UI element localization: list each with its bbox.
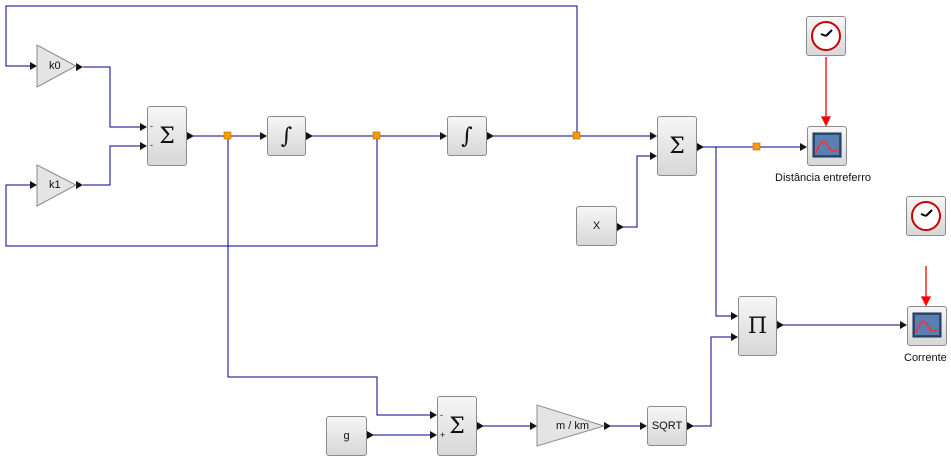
scope-icon: [912, 312, 942, 338]
in-port: [30, 62, 37, 70]
gain-mkm-shape: [536, 404, 606, 447]
out-port: [777, 321, 784, 329]
sign-minus: -: [150, 121, 153, 131]
out-port: [76, 63, 83, 71]
out-port: [604, 422, 611, 430]
sum-symbol: Σ: [449, 413, 465, 439]
out-port: [306, 132, 313, 140]
sign-minus: -: [150, 140, 153, 150]
in-port: [530, 422, 537, 430]
scope-block-2[interactable]: [907, 306, 947, 346]
gain-k0-shape: [36, 44, 78, 88]
in-port: [650, 152, 657, 160]
sum-block-2[interactable]: Σ: [657, 116, 697, 176]
scope2-caption: Corrente: [904, 352, 947, 364]
out-port: [477, 422, 484, 430]
wire-x-sum2: [617, 155, 650, 228]
product-block[interactable]: Π: [738, 296, 777, 356]
sign-minus: -: [440, 410, 443, 420]
split-point: [572, 131, 581, 140]
sign-plus: +: [440, 430, 446, 440]
in-port: [900, 321, 907, 329]
out-port: [687, 422, 694, 430]
sum-symbol: Σ: [159, 123, 175, 149]
integral-block-2[interactable]: ∫: [447, 116, 487, 156]
in-port: [430, 411, 437, 419]
sum-symbol: Σ: [669, 133, 685, 159]
wire-sum1-sum3: [227, 136, 430, 416]
in-port: [140, 123, 147, 131]
wire-sum2-product: [715, 147, 731, 317]
clock-block-1[interactable]: [806, 16, 846, 56]
sum-block-1[interactable]: Σ: [147, 106, 187, 166]
out-port: [617, 223, 624, 231]
in-port: [430, 431, 437, 439]
scope-block-1[interactable]: [807, 126, 847, 166]
sqrt-block[interactable]: SQRT: [647, 406, 687, 446]
out-port: [367, 431, 374, 439]
constant-x-label: X: [592, 220, 601, 232]
clock-block-2[interactable]: [906, 196, 946, 236]
constant-g-block[interactable]: g: [326, 416, 367, 456]
wire-k0-sum1: [83, 66, 140, 128]
clock-link-2-arrow: [920, 296, 932, 307]
split-point: [372, 131, 381, 140]
in-port: [650, 132, 657, 140]
scope-icon: [812, 132, 842, 158]
scope1-caption: Distância entreferro: [775, 172, 871, 184]
gain-mkm-label[interactable]: m / km: [556, 420, 589, 432]
in-port: [800, 143, 807, 151]
in-port: [731, 312, 738, 320]
constant-x-block[interactable]: X: [576, 206, 617, 246]
out-port: [187, 132, 194, 140]
in-port: [731, 333, 738, 341]
sqrt-label: SQRT: [651, 420, 683, 432]
integral-symbol: ∫: [280, 123, 293, 149]
in-port: [440, 132, 447, 140]
split-point: [223, 131, 232, 140]
in-port: [260, 132, 267, 140]
in-port: [30, 181, 37, 189]
wire-feedback-k0: [5, 5, 578, 136]
clock-icon: [911, 201, 941, 231]
split-point: [752, 142, 761, 151]
constant-g-label: g: [343, 430, 350, 442]
gain-k1-shape: [36, 164, 78, 207]
out-port: [76, 181, 83, 189]
in-port: [140, 142, 147, 150]
out-port: [487, 132, 494, 140]
wire-sqrt-product: [687, 336, 731, 427]
in-port: [640, 422, 647, 430]
clock-icon: [811, 21, 841, 51]
clock-link-1-arrow: [820, 116, 832, 127]
integral-block-1[interactable]: ∫: [267, 116, 306, 156]
gain-k0-label[interactable]: k0: [49, 60, 61, 72]
sum-block-3[interactable]: Σ: [437, 396, 477, 456]
wire-feedback-k1: [5, 136, 378, 247]
gain-k1-label[interactable]: k1: [49, 179, 61, 191]
product-symbol: Π: [747, 313, 768, 339]
integral-symbol: ∫: [461, 123, 473, 149]
out-port: [697, 143, 704, 151]
wire-k1-sum1: [83, 145, 140, 186]
